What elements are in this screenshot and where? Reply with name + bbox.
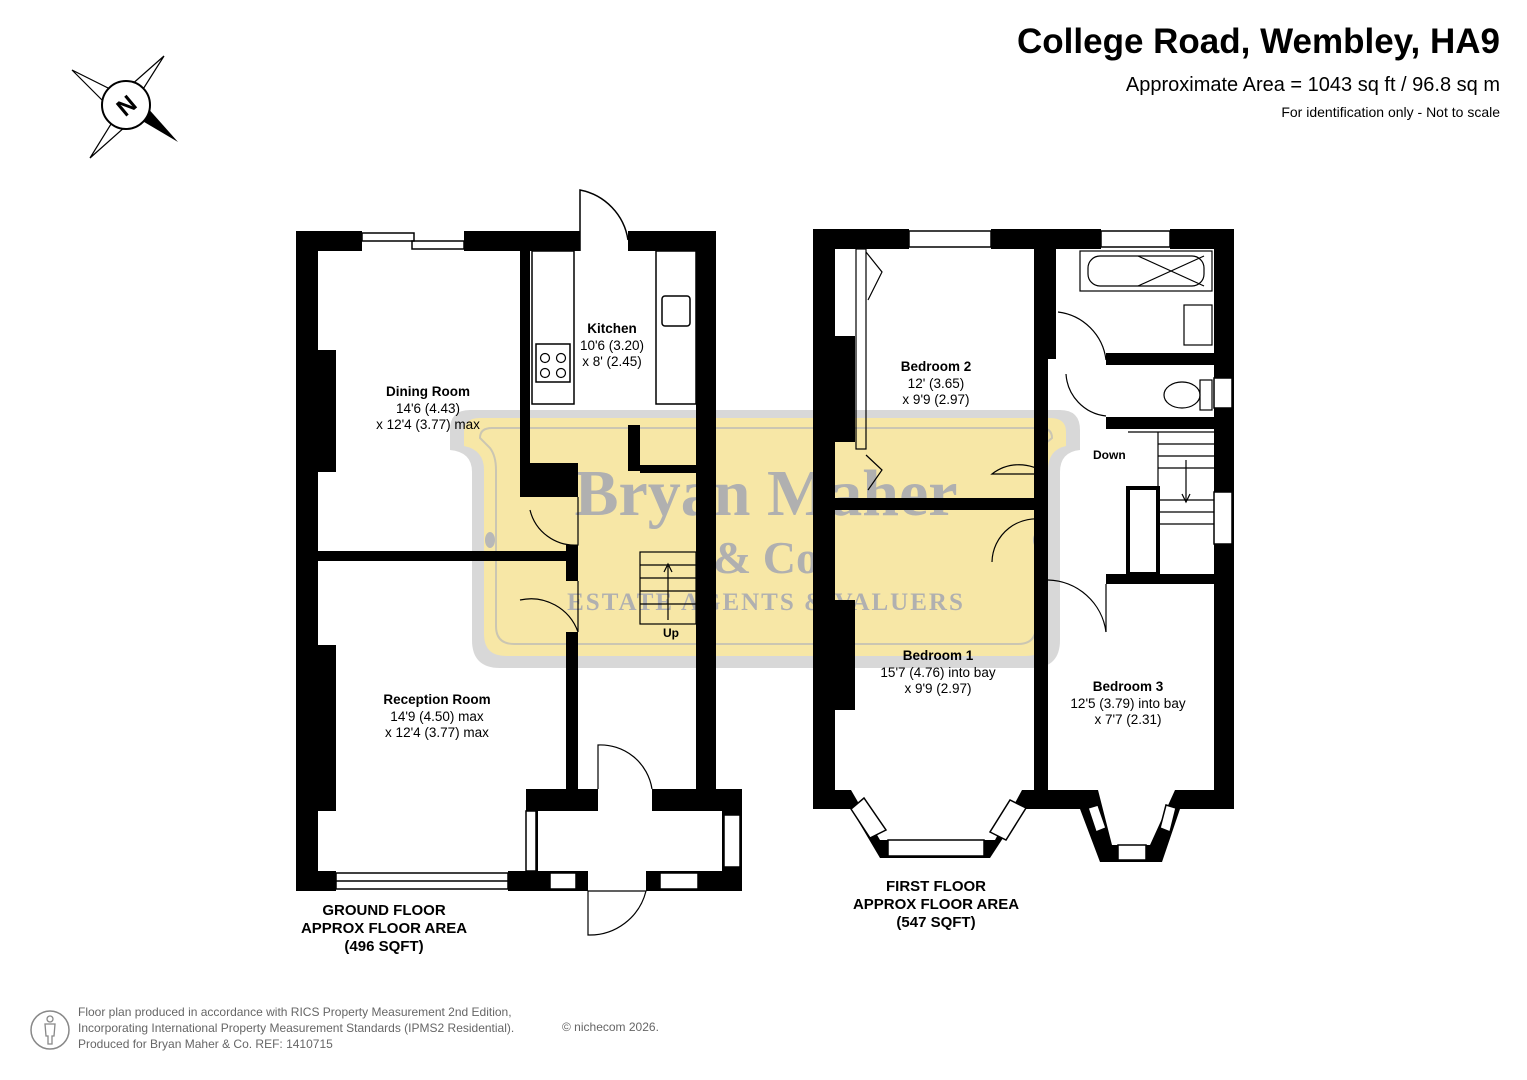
room-dimension: x 9'9 (2.97) [904,681,972,696]
room-label-kitchen: Kitchen 10'6 (3.20) x 8' (2.45) [580,321,644,371]
identification-note: For identification only - Not to scale [1281,104,1500,120]
room-name: Kitchen [587,321,637,336]
back-door-swing [579,189,629,251]
person-icon [30,1010,70,1050]
ground-floor-plan [296,189,742,936]
watermark-plaque: Bryan Maher & Co ESTATE AGENTS & VALUERS [450,410,1080,668]
copyright-text: © nichecom 2026. [562,1020,659,1034]
room-dimension: 14'6 (4.43) [395,400,461,416]
footer-disclaimer: Floor plan produced in accordance with R… [78,1004,514,1052]
bath-icon [1079,250,1213,292]
floor-area-caption: APPROX FLOOR AREA [300,920,468,937]
room-dimension: 14'9 (4.50) max [390,708,484,724]
room-name: Reception Room [383,692,491,707]
floor-area-value: (547 SQFT) [896,914,976,931]
ground-floor-area-label: GROUND FLOOR APPROX FLOOR AREA (496 SQFT… [301,902,467,956]
room-dimension: x 8' (2.45) [582,354,642,369]
room-label-dining: Dining Room 14'6 (4.43) x 12'4 (3.77) ma… [376,384,480,434]
room-label-bedroom-1: Bedroom 1 15'7 (4.76) into bay x 9'9 (2.… [880,648,995,698]
watermark-line3: ESTATE AGENTS & VALUERS [567,589,965,616]
room-dimension: 12'5 (3.79) into bay [1070,695,1186,711]
floor-name: FIRST FLOOR [886,878,986,895]
footer-line: Produced for Bryan Maher & Co. REF: 1410… [78,1037,333,1051]
room-name: Dining Room [386,384,470,399]
stairs-down-icon [1128,431,1214,525]
floor-name: GROUND FLOOR [322,902,446,919]
room-name: Bedroom 3 [1092,679,1164,694]
watermark-dot-left [485,532,495,548]
first-floor-area-label: FIRST FLOOR APPROX FLOOR AREA (547 SQFT) [853,878,1019,932]
room-dimension: 10'6 (3.20) [579,337,645,353]
room-dimension: 12' (3.65) [907,375,965,391]
room-dimension: x 9'9 (2.97) [902,392,970,407]
toilet-icon [1163,379,1213,411]
room-label-bedroom-2: Bedroom 2 12' (3.65) x 9'9 (2.97) [901,359,972,409]
room-label-bedroom-3: Bedroom 3 12'5 (3.79) into bay x 7'7 (2.… [1070,679,1185,729]
sink-icon [661,295,691,327]
north-compass-icon: N [71,55,178,159]
basin-icon [1183,304,1213,346]
floor-area-value: (496 SQFT) [344,938,424,955]
room-dimension: x 7'7 (2.31) [1094,712,1162,727]
room-dimension: x 12'4 (3.77) max [376,417,480,432]
watermark-line2: & Co [713,532,819,583]
room-label-reception: Reception Room 14'9 (4.50) max x 12'4 (3… [383,692,490,742]
footer-line: Incorporating International Property Mea… [78,1021,515,1035]
page-title: College Road, Wembley, HA9 [1017,22,1500,61]
floor-area-caption: APPROX FLOOR AREA [852,896,1020,913]
room-dimension: 15'7 (4.76) into bay [880,664,996,680]
footer-line: Floor plan produced in accordance with R… [78,1005,512,1019]
room-name: Bedroom 1 [902,648,974,663]
room-dimension: x 12'4 (3.77) max [385,725,489,740]
front-door-swing-inner [597,744,653,790]
hob-icon [535,343,571,383]
stairs-down-label: Down [1093,448,1126,462]
front-door-swing-outer [587,890,647,936]
stairs-up-icon [639,551,697,625]
first-floor-plan [813,229,1234,862]
approximate-area: Approximate Area = 1043 sq ft / 96.8 sq … [1125,74,1500,96]
stairs-up-label: Up [663,626,679,640]
room-name: Bedroom 2 [900,359,972,374]
